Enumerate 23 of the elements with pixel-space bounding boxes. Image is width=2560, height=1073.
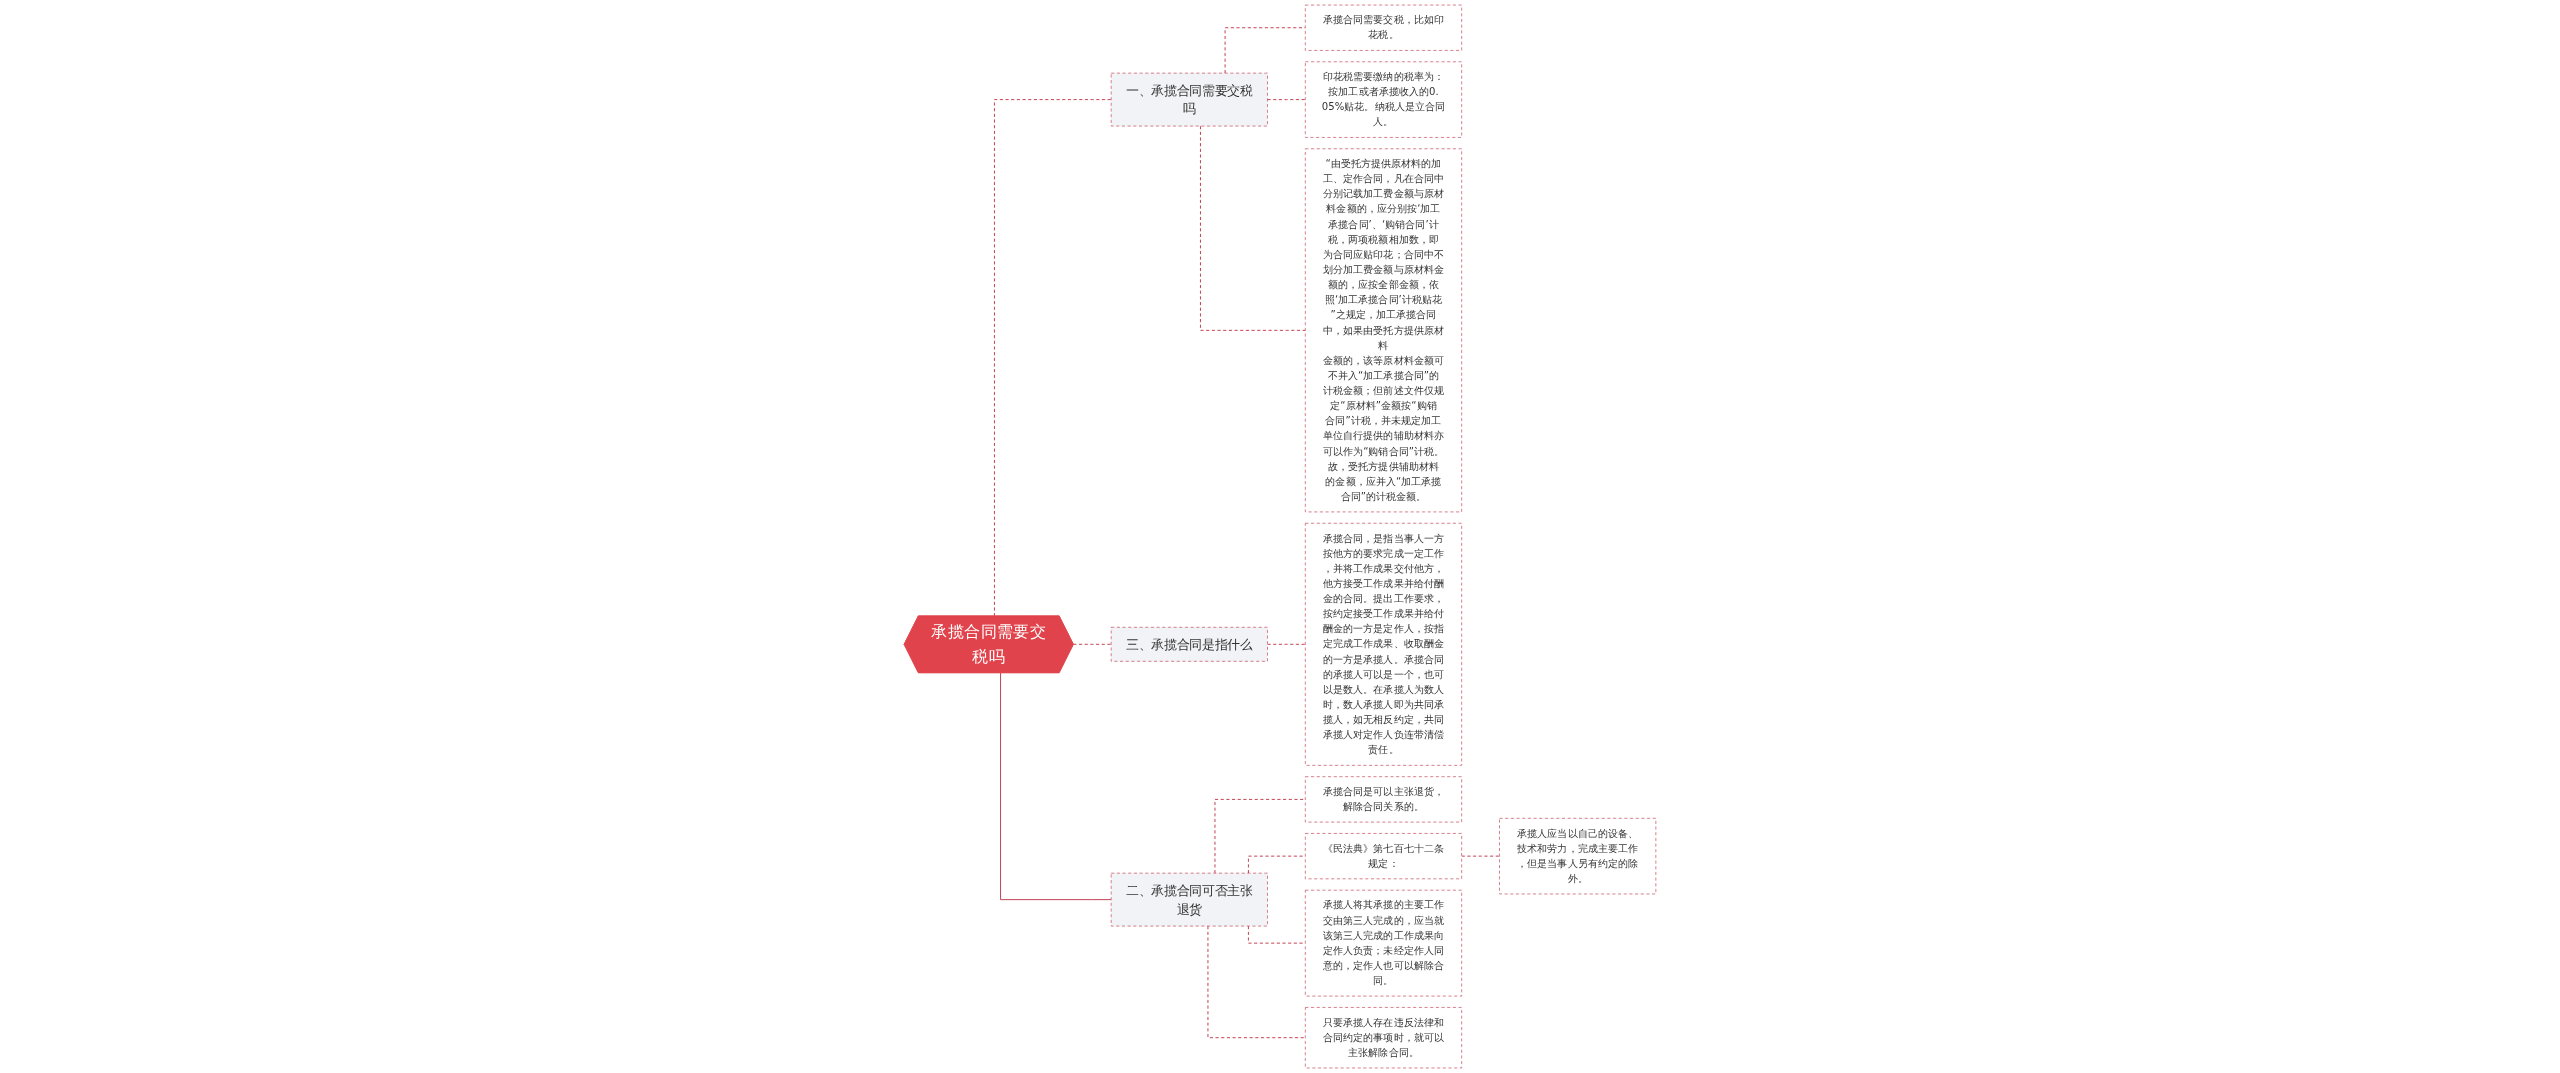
node-box: 印花税需要缴纳的税率为：按加工或者承揽收入的0.05%贴花。纳税人是立合同人。: [1305, 61, 1462, 138]
node-box: 承揽合同需要交税，比如印花税。: [1305, 4, 1462, 51]
node-box: 二、承揽合同可否主张退货: [1110, 872, 1268, 927]
node-box: 承揽人将其承揽的主要工作交由第三人完成的，应当就该第三人完成的工作成果向定作人负责；未经定作人同意的，定作人也可以解除合同。: [1305, 889, 1462, 997]
connector: [993, 99, 1112, 617]
node-box: 承揽合同，是指当事人一方按他方的要求完成一定工作，并将工作成果交付他方，他方接受工作成果并给付酬金的合同。提出工作要求，按约定接受工作成果并给付酬金的一方是定作人，按指定完成工作成果、收取酬金的一方是承揽人。承揽合同的承揽人可以是一个，也可以是数人。在承揽人为数人时，数人承揽人即为共同承揽人，如无相反约定，共同承揽人对定作人负连带清偿责任。: [1305, 522, 1462, 766]
connector: [1000, 672, 1112, 901]
connector: [1207, 925, 1306, 1039]
node-box: 承揽合同是可以主张退货，解除合同关系的。: [1305, 776, 1462, 823]
connector: [1267, 643, 1306, 645]
node-box: 《民法典》第七百七十二条规定：: [1305, 833, 1462, 880]
connector: [1267, 99, 1306, 101]
connector: [1247, 925, 1306, 944]
node-box: 一、承揽合同需要交税吗: [1110, 72, 1268, 127]
connector: [1200, 125, 1306, 331]
node-box: 三、承揽合同是指什么: [1110, 626, 1268, 662]
connector: [1247, 855, 1306, 874]
connector: [1214, 798, 1306, 874]
connector: [1461, 855, 1500, 857]
connector: [1073, 643, 1112, 646]
node-box: 承揽人应当以自己的设备、技术和劳力，完成主要工作，但是当事人另有约定的除外。: [1499, 818, 1657, 895]
node-box: 只要承揽人存在违反法律和合同约定的事项时，就可以主张解除合同。: [1305, 1007, 1462, 1069]
node-box: “由受托方提供原材料的加工、定作合同，凡在合同中分别记载加工费金额与原材料金额的，应分别按‘加工承揽合同’、‘购销合同’计税，两项税额相加数，即为合同应贴印花；合同中不划分加工费金额与原材料金额的，应按全部金额，依照‘加工承揽合同’计税贴花”之规定，加工承揽合同中，如果由受托方提供原材料金额的，该等原材料金额可不并入“加工承揽合同”的计税金额；但前述文件仅规定“原材料”金额按“购销合同”计税，并未规定加工单位自行提供的辅助材料亦可以作为“购销合同”计税。故，受托方提供辅助材料的金额，应并入“加工承揽合同”的计税金额。: [1305, 148, 1462, 513]
